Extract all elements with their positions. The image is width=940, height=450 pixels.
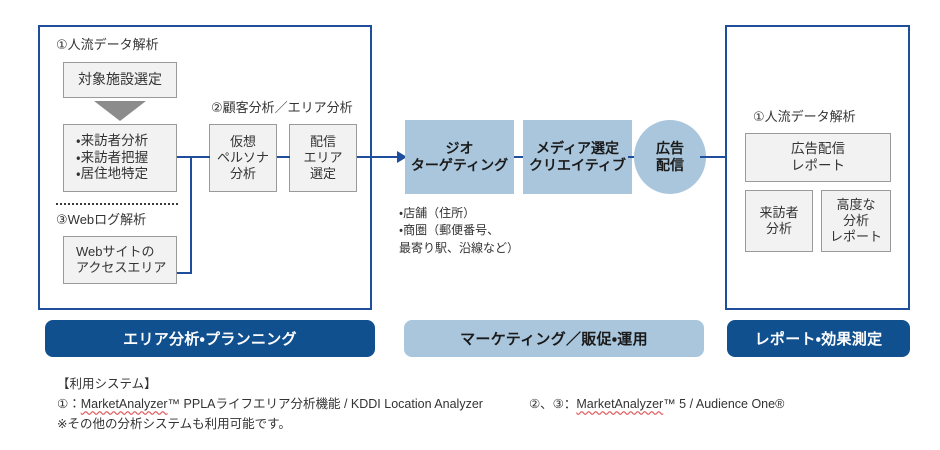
connector-visitor-to-junction <box>177 156 210 158</box>
box-visitor-analysis-right[interactable]: 来訪者 分析 <box>745 190 813 252</box>
footer-line-3: ※その他の分析システムも利用可能です。 <box>57 417 291 431</box>
box-virtual-persona[interactable]: 仮想 ペルソナ 分析 <box>209 124 277 192</box>
bottom-bar-right[interactable]: レポート・効果測定 <box>727 320 910 357</box>
left-section2-heading: ②顧客分析／エリア分析 <box>211 100 353 115</box>
box-geo-targeting[interactable]: ジオ ターゲティング <box>405 120 514 194</box>
footer-line-2: ①：MarketAnalyzer™ PPLAライフエリア分析機能 / KDDI … <box>57 394 917 414</box>
box-ad-delivery-report[interactable]: 広告配信 レポート <box>745 133 891 182</box>
connector-web-to-junction <box>177 272 192 274</box>
middle-note: ・店舗（住所） ・商圏（郵便番号、 最寄り駅、沿線など） <box>399 206 520 255</box>
box-advanced-report[interactable]: 高度な 分析 レポート <box>821 190 891 252</box>
connector-media-to-circle <box>628 156 638 158</box>
bottom-bar-middle[interactable]: マーケティング／販促・運用 <box>404 320 704 357</box>
arrow-left-to-middle-icon <box>397 151 407 163</box>
footer-item2-prefix: ②、③： <box>528 397 577 411</box>
box-media-creative[interactable]: メディア選定 クリエイティブ <box>523 120 632 194</box>
connector-persona-to-area <box>277 156 290 158</box>
footer-brand-marketanalyzer-1: MarketAnalyzer <box>80 397 168 411</box>
left-section1-heading: ①人流データ解析 <box>56 37 159 52</box>
box-visitor-analysis-left[interactable]: ・来訪者分析 ・来訪者把握 ・居住地特定 <box>63 124 177 192</box>
gray-down-arrow-icon <box>94 101 146 121</box>
footer-item2-suffix: ™ 5 / Audience One® <box>663 397 785 411</box>
connector-middle-to-right <box>700 156 744 158</box>
box-delivery-area[interactable]: 配信 エリア 選定 <box>289 124 357 192</box>
box-web-access-area[interactable]: Webサイトの アクセスエリア <box>63 236 177 284</box>
connector-vertical-web <box>190 157 192 273</box>
footer-line-1: 【利用システム】 <box>57 377 157 391</box>
dotted-divider <box>56 203 178 205</box>
left-section3-heading: ③Webログ解析 <box>56 212 147 227</box>
footer-brand-marketanalyzer-2: MarketAnalyzer <box>576 397 664 411</box>
right-section1-heading: ①人流データ解析 <box>753 109 856 124</box>
connector-left-to-middle <box>357 156 401 158</box>
footer-notes: 【利用システム】 ①：MarketAnalyzer™ PPLAライフエリア分析機… <box>57 374 917 434</box>
footer-item1-prefix: ①： <box>57 397 81 411</box>
footer-item1-suffix: ™ PPLAライフエリア分析機能 / KDDI Location Analyze… <box>167 397 483 411</box>
bottom-bar-left[interactable]: エリア分析・プランニング <box>45 320 375 357</box>
box-target-facility[interactable]: 対象施設選定 <box>63 62 177 98</box>
circle-ad-delivery[interactable]: 広告 配信 <box>634 120 706 194</box>
connector-geo-to-media <box>514 156 523 158</box>
